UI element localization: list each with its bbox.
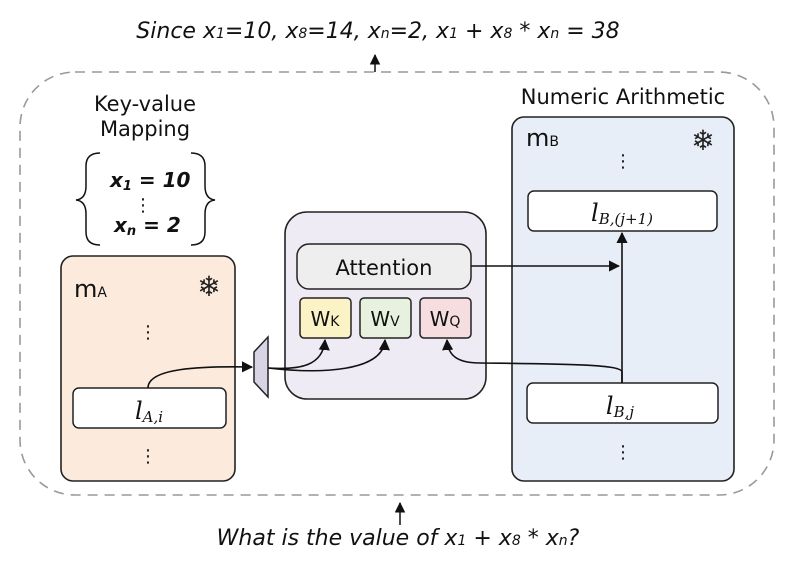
wk-box xyxy=(299,297,352,339)
sentence-prefix: Since xyxy=(136,19,203,44)
subscript: 1 xyxy=(216,26,225,42)
subscript: n xyxy=(550,26,559,42)
arrow-projector-to-wv xyxy=(267,338,390,372)
subscript: 1 xyxy=(457,533,466,549)
expr-part: x xyxy=(202,19,217,44)
expr-part: =2, xyxy=(390,19,436,44)
subscript: n xyxy=(381,26,390,42)
sentence-prefix: What is the value of xyxy=(217,526,445,551)
model-a-label: mA xyxy=(74,275,107,303)
expr-part: x xyxy=(498,526,513,551)
projector-trapezoid xyxy=(253,335,269,399)
expr-part: x xyxy=(545,526,560,551)
outer-dashed-frame xyxy=(19,71,775,496)
key-value-title-line2: Mapping xyxy=(100,117,190,141)
expr-part: x xyxy=(435,19,450,44)
expr-part: + xyxy=(458,19,490,44)
expr-part: x xyxy=(536,19,551,44)
subscript: 8 xyxy=(298,26,307,42)
wv-label: WV xyxy=(370,307,400,331)
expr-part: ? xyxy=(568,526,580,551)
layer-b-j1-label: lB,(j+1) xyxy=(591,199,653,228)
layer-b-j-label: lB,j xyxy=(606,392,634,421)
subscript: 8 xyxy=(503,26,512,42)
subscript: 1 xyxy=(449,26,458,42)
bottom-question-text: What is the value of x1 + x8 * xn? xyxy=(217,526,580,551)
kv-last-entry: xn = 2 xyxy=(113,213,181,239)
model-b-label: mB xyxy=(526,124,559,152)
model-a-dots-top: ⋮ xyxy=(139,322,157,343)
model-a-dots-bottom: ⋮ xyxy=(139,446,157,467)
wq-box xyxy=(419,297,472,339)
wk-label: WK xyxy=(311,307,341,331)
expr-part: =14, xyxy=(307,19,367,44)
model-b-dots-bottom: ⋮ xyxy=(614,442,632,463)
expr-part: + xyxy=(466,526,498,551)
arrow-layer-a-to-projector xyxy=(147,361,254,389)
subscript: n xyxy=(559,533,568,549)
model-b-dots-top: ⋮ xyxy=(614,151,632,172)
wq-label: WQ xyxy=(430,307,461,331)
top-answer-text: Since x1=10, x8=14, xn=2, x1 + x8 * xn =… xyxy=(136,19,619,44)
arrow-layer-b-to-wq xyxy=(442,338,623,383)
key-value-title-line1: Key-value xyxy=(94,92,196,116)
expr-part: x xyxy=(367,19,382,44)
left-brace xyxy=(75,152,101,246)
attention-label: Attention xyxy=(336,256,433,280)
layer-a-i-label: lA,i xyxy=(135,397,163,426)
layer-b-j1-box xyxy=(527,190,718,232)
expr-part: * xyxy=(512,19,537,44)
right-brace xyxy=(190,152,216,246)
expr-part: =10, xyxy=(225,19,285,44)
kv-dots: ⋮ xyxy=(134,195,152,216)
kv-first-entry: x1 = 10 xyxy=(109,168,191,194)
expr-part: = 38 xyxy=(559,19,619,44)
expr-part: x xyxy=(489,19,504,44)
wv-box xyxy=(359,297,412,339)
snowflake-icon: ❄ xyxy=(691,124,714,157)
numeric-arithmetic-title: Numeric Arithmetic xyxy=(521,85,725,109)
snowflake-icon: ❄ xyxy=(197,270,220,303)
expr-part: x xyxy=(284,19,299,44)
layer-a-i-box xyxy=(72,387,227,429)
subscript: 8 xyxy=(512,533,521,549)
expr-part: x xyxy=(443,526,458,551)
expr-part: * xyxy=(521,526,546,551)
